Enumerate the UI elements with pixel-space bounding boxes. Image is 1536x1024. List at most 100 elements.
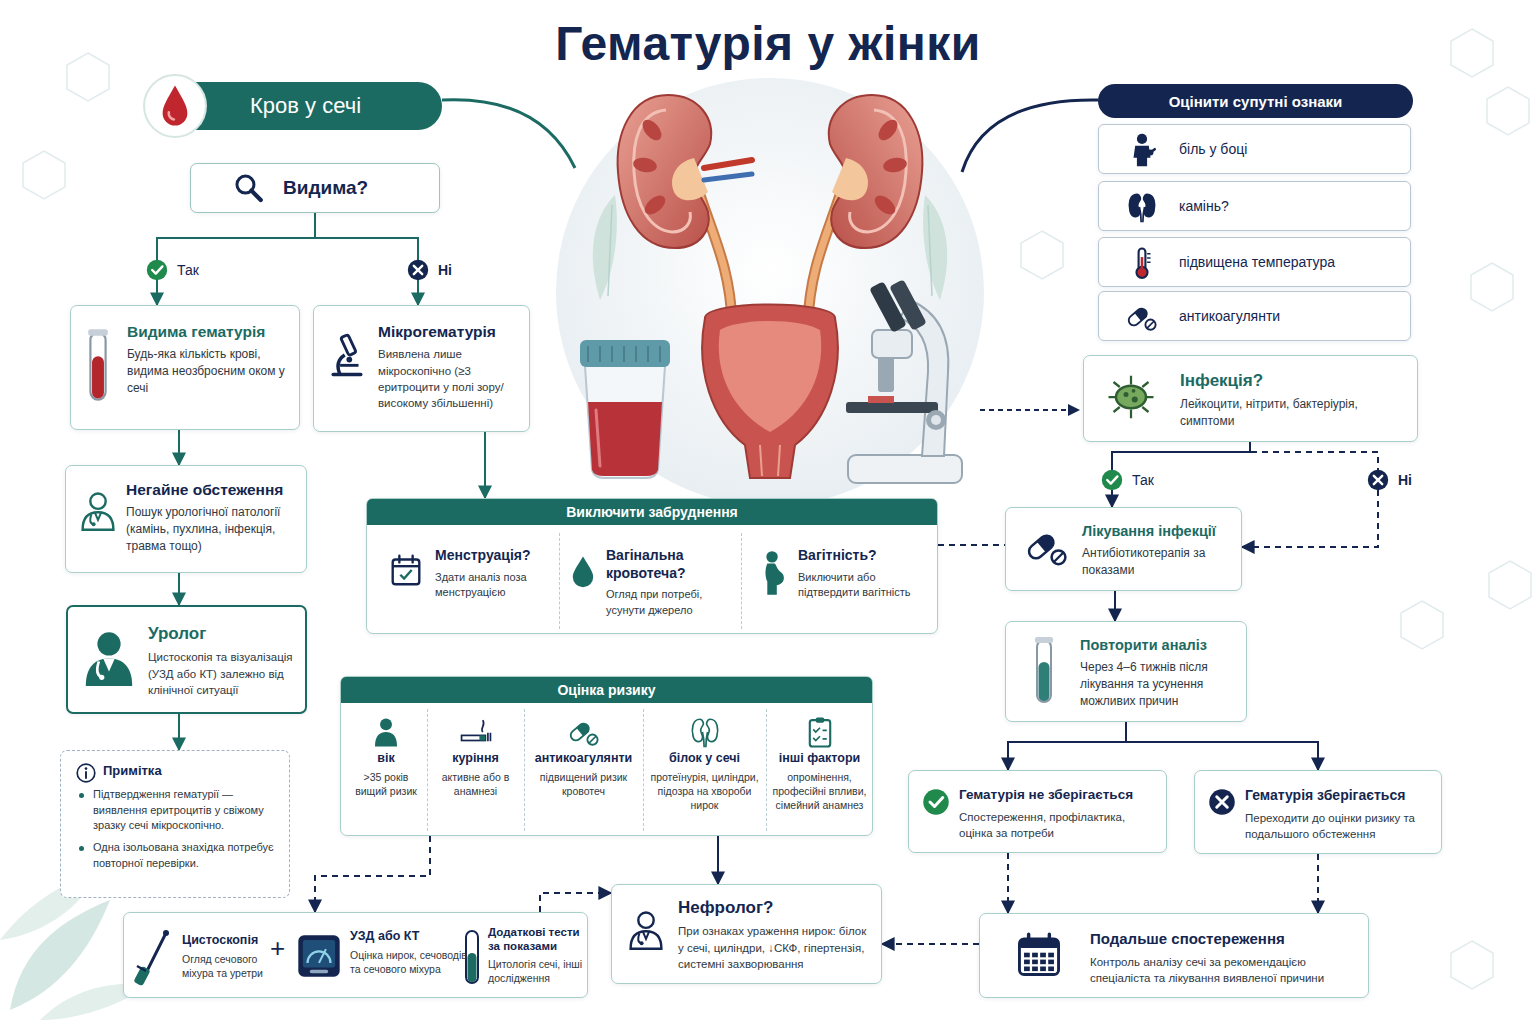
box-text: Огляд при потребі, усунути джерело	[606, 587, 733, 618]
calg-icon	[1019, 939, 1058, 975]
pillsT-icon	[576, 722, 590, 736]
monitor-icon	[296, 933, 342, 979]
docN-icon	[631, 931, 662, 949]
microscope	[872, 330, 912, 358]
cross-icon	[1209, 789, 1235, 815]
decision-box: Інфекція?Лейкоцити, нітрити, бактеріурія…	[1083, 355, 1418, 442]
urinary-tract-illustration	[618, 95, 712, 248]
info-icon	[75, 762, 97, 784]
process-box: Повторити аналізЧерез 4–6 тижнів після л…	[1005, 621, 1247, 722]
box-heading: Вагінальна кровотеча?	[606, 547, 733, 582]
box-text: При ознаках ураження нирок: білок у сечі…	[678, 923, 875, 972]
cig-icon	[459, 715, 493, 749]
tubeRed-icon	[90, 332, 105, 399]
edge-label: Так	[1130, 471, 1156, 489]
box-heading: білок у сечі	[647, 751, 762, 767]
cross-icon	[1374, 476, 1382, 484]
process-box: Вагінальна кровотеча? Огляд при потребі, …	[559, 533, 737, 629]
calg-icon	[1032, 967, 1038, 972]
connector	[1242, 442, 1378, 547]
drop-icon	[163, 85, 188, 125]
background-hexagons	[1487, 87, 1529, 135]
connector	[717, 836, 719, 884]
note-box: ПриміткаПідтвердження гематурії — виявле…	[60, 750, 290, 898]
process-box: антикоагулянтипідвищений ризик кровотеч	[524, 709, 642, 831]
text-area: підвищена температура	[1099, 254, 1343, 270]
box-text: Лейкоцити, нітрити, бактеріурія, симптом…	[1180, 396, 1409, 430]
thermo-icon	[1141, 257, 1144, 271]
sign-box: біль у боці	[1098, 124, 1411, 174]
text-area: Видима гематуріяБудь-яка кількість крові…	[71, 306, 299, 407]
urinary-tract-illustration	[760, 445, 780, 476]
box-heading: Гематурія зберігається	[1245, 787, 1435, 805]
box-label: біль у боці	[1179, 141, 1247, 157]
pillsN-icon	[1145, 320, 1155, 330]
connector	[1114, 591, 1116, 621]
urinary-tract-illustration	[882, 156, 908, 174]
kidT-icon	[688, 715, 722, 749]
text-area: Кров у сечі	[150, 93, 371, 119]
docFill-icon	[103, 658, 115, 671]
calg-icon	[1024, 953, 1030, 958]
info-icon	[77, 764, 95, 782]
clip-icon	[803, 715, 837, 749]
process-box: Видима гематуріяБудь-яка кількість крові…	[70, 305, 300, 430]
note-item: Одна ізольована знахідка потребує повтор…	[75, 840, 281, 871]
sign-box: камінь?	[1098, 181, 1411, 231]
urinary-tract-illustration	[875, 116, 901, 143]
box-text: активне або в анамнезі	[431, 770, 520, 798]
calg-icon	[1029, 934, 1050, 942]
check-icon	[1102, 470, 1122, 490]
process-box: Лікування інфекціїАнтибіотикотерапія за …	[1005, 507, 1242, 591]
flank-icon	[1125, 133, 1159, 167]
pillsN-icon	[1147, 321, 1154, 328]
cross-icon	[1217, 797, 1228, 808]
connector	[1007, 853, 1009, 913]
box-text: Переходити до оцінки ризику та подальшог…	[1245, 810, 1435, 843]
text-area: ПриміткаПідтвердження гематурії — виявле…	[61, 751, 289, 885]
cig-icon	[488, 733, 491, 742]
docFill-icon	[99, 675, 104, 680]
box-text: Виявлена лише мікроскопічно (≥3 еритроци…	[378, 346, 523, 411]
dropT-icon	[566, 551, 600, 591]
box-text: Здати аналіз поза менструацією	[435, 570, 553, 601]
connector	[1317, 854, 1319, 913]
box-heading: Негайне обстеження	[126, 480, 298, 499]
calg-icon	[1024, 960, 1030, 965]
plus-sign: +	[270, 934, 285, 962]
urinary-tract-illustration	[593, 195, 617, 300]
process-box: Гематурія не зберігаєтьсяСпостереження, …	[908, 770, 1167, 853]
calg-icon	[1048, 967, 1054, 972]
connector	[1126, 722, 1318, 770]
background-hexagons	[23, 151, 65, 199]
box-text: опромінення, професійні впливи, сімейний…	[770, 770, 869, 813]
cross-icon	[408, 260, 428, 280]
cal-icon	[393, 560, 420, 585]
box-label: камінь?	[1179, 198, 1229, 214]
bact-icon	[1132, 397, 1138, 403]
background-hexagons	[1021, 231, 1063, 279]
docFill-icon	[97, 632, 120, 655]
cysto-icon	[133, 966, 150, 987]
bact-icon	[1124, 392, 1129, 397]
kidN-icon	[1125, 190, 1159, 224]
text-area: Інфекція?Лейкоцити, нітрити, бактеріурія…	[1084, 356, 1417, 438]
box-heading: куріння	[431, 751, 520, 767]
connector	[315, 836, 430, 912]
text-area: камінь?	[1099, 198, 1237, 214]
edge-label: Ні	[436, 261, 454, 279]
text-area: Видима?	[191, 177, 376, 199]
microscope	[846, 402, 938, 413]
urine-cup	[596, 410, 600, 466]
text-area: біль у боці	[1099, 141, 1255, 157]
connector	[1112, 442, 1250, 507]
check-icon	[921, 787, 951, 817]
docFill-icon	[80, 627, 138, 687]
tubeTeal-icon	[1035, 637, 1053, 643]
box-heading: антикоагулянти	[528, 751, 639, 767]
box-text: Пошук урологічної патології (камінь, пух…	[126, 504, 298, 555]
bact-icon	[1106, 372, 1156, 422]
box-heading: інші фактори	[770, 751, 869, 767]
check-icon	[147, 260, 167, 280]
docN-icon	[638, 913, 653, 928]
